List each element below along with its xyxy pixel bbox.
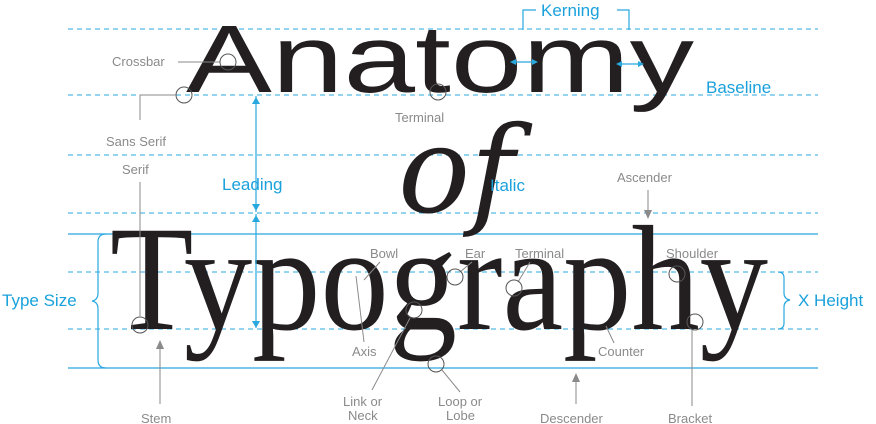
loop-label-line1: Loop or [438,394,483,409]
descender-label: Descender [540,411,604,424]
crossbar-label: Crossbar [112,54,165,69]
axis-label: Axis [352,344,377,359]
bracket-marker [686,313,704,331]
ascender-label: Ascender [617,170,673,185]
link-leader [371,317,411,391]
type-size-annotation: Type Size [2,233,107,369]
descender-arrowhead [572,373,580,382]
link-marker [405,301,423,319]
stem-arrowhead [156,340,164,349]
type-size-brace [91,233,107,369]
leading-arrowhead-mid2 [252,215,260,222]
leading-annotation: Leading [222,96,283,328]
terminal-bottom-leader [517,261,531,283]
bowl-label: Bowl [370,246,398,261]
kerning-label: Kerning [541,1,600,20]
headline-typography: Typography [110,196,768,362]
loop-label-line2: Lobe [446,408,475,423]
kerning-arrowhead-1 [510,59,516,65]
loop-marker [427,355,445,373]
loop-leader [441,369,461,393]
x-height-annotation: X Height [777,271,863,330]
counter-leader [605,325,615,344]
stem-label: Stem [141,411,171,424]
x-height-label: X Height [798,291,863,310]
guide-lines [68,28,818,369]
link-label-line1: Link or [343,394,383,409]
kerning-arrowhead-2 [532,59,538,65]
kerning-bracket [522,9,536,30]
bowl-leader [363,261,381,281]
terminal-top-label: Terminal [395,110,444,125]
axis-leader [355,275,365,343]
ear-marker [446,268,464,286]
terminal-top-marker [429,83,447,101]
ear-leader [459,261,473,273]
sans-serif-label: Sans Serif [106,134,166,149]
terminal-bottom-marker [505,279,523,297]
leading-arrowhead-top [252,97,260,104]
type-size-label: Type Size [2,291,77,310]
kerning-arrowhead-3 [616,61,622,67]
bracket-label: Bracket [668,411,712,424]
counter-label: Counter [598,344,645,359]
serif-label: Serif [122,162,149,177]
leading-label: Leading [222,175,283,194]
leading-arrowhead-bottom [252,321,260,328]
sans-serif-leader [139,94,176,120]
ear-label: Ear [465,246,486,261]
shoulder-marker [668,265,686,283]
shoulder-label: Shoulder [666,246,719,261]
x-height-brace [777,271,791,330]
serif-marker [131,316,149,334]
kerning-annotation: Kerning [510,1,644,67]
ascender-arrowhead [644,210,652,219]
kerning-arrowhead-4 [638,61,644,67]
link-label-line2: Neck [348,408,378,423]
terminal-bottom-label: Terminal [515,246,564,261]
crossbar-marker [219,53,237,71]
leading-arrowhead-mid [252,204,260,211]
italic-label: Italic [490,176,525,195]
kerning-bracket-right [617,9,630,30]
baseline-label: Baseline [706,78,771,97]
headline-of: of [398,102,533,241]
headline-anatomy: Anatomy [186,6,694,113]
